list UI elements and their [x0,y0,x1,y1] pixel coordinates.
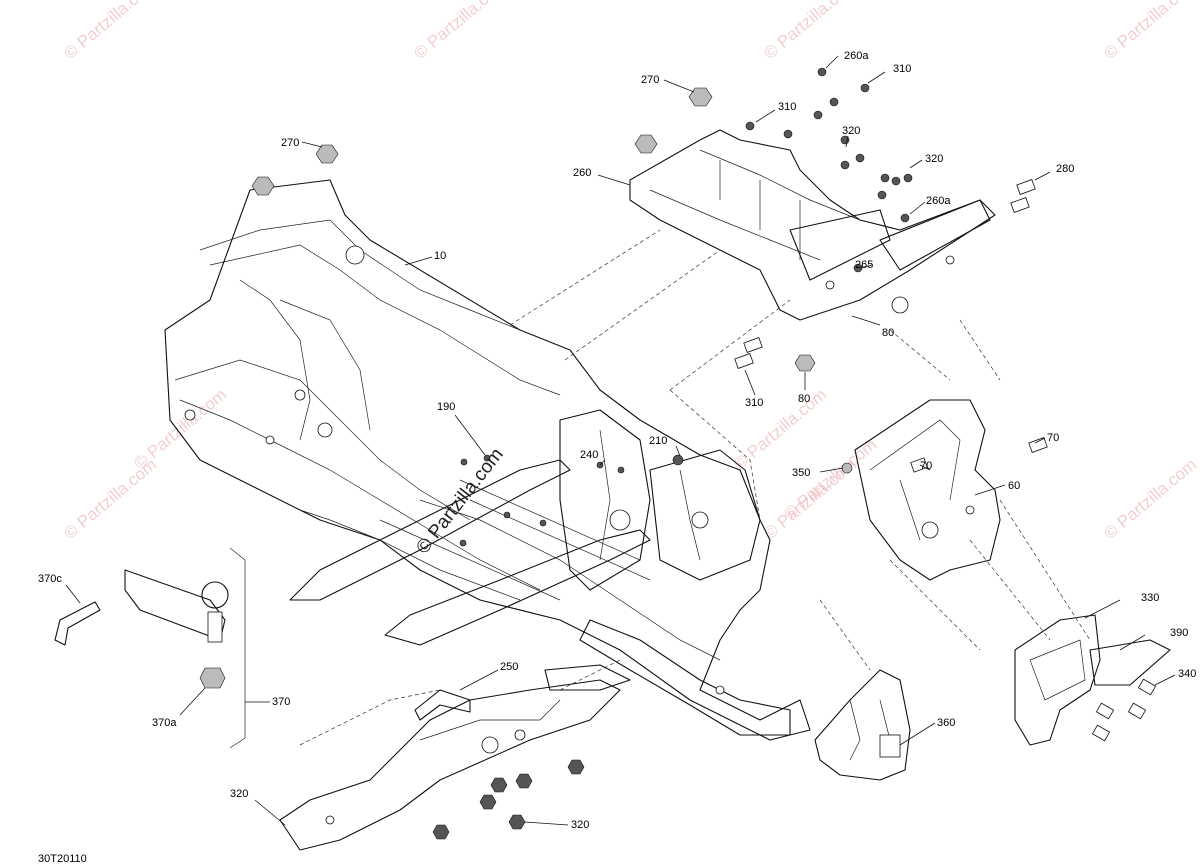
callout-320: 310 [893,63,911,75]
figure-code: 30T20110 [38,853,87,865]
callout-310: 280 [1056,163,1074,175]
callout-10: 10 [434,250,446,262]
watermark-main: © Partzilla.com [412,444,507,558]
callout-260a: 260a [844,50,869,62]
callout-350: 350 [792,467,810,479]
watermark-tile: © Partzilla.com [1100,455,1200,543]
callout-260: 260 [573,167,591,179]
callout-labels: 270 10 260 270 260a 310 310 320 320 260a… [38,50,1196,831]
callout-265: 265 [855,259,873,271]
callout-80: 80 [798,393,810,405]
watermark-tile: © Partzilla.com [410,0,510,63]
rear-bracket [854,399,1001,581]
callout-320: 310 [778,101,796,113]
watermark-tile: © Partzilla.com [1100,0,1200,63]
fasteners [251,67,1157,840]
callout-370c: 370c [38,573,62,585]
callout-310: 270 [281,137,299,149]
leader-lines [65,55,1176,826]
callout-280: 270 [641,74,659,86]
hitch-receiver [814,669,911,781]
callout-240: 320 [230,788,248,800]
callout-310: 310 [745,397,763,409]
main-frame [164,179,811,741]
callout-210: 320 [571,819,589,831]
callout-390: 390 [1170,627,1188,639]
front-brace [279,664,631,851]
callout-270: 210 [649,435,667,447]
mounting-plate [1014,614,1171,746]
hitch-ball [54,547,246,749]
callout-320: 320 [842,125,860,137]
callout-70: 70 [1047,432,1059,444]
rear-subframe [629,129,996,321]
callout-360: 360 [937,717,955,729]
callout-370a: 370a [152,717,177,729]
callout-60: 60 [1008,480,1020,492]
callout-80: 80 [882,327,894,339]
watermark-tile: © Partzilla.com [60,0,160,63]
watermark-tiles: © Partzilla.com © Partzilla.com © Partzi… [60,0,1200,543]
watermark-tile: © Partzilla.com [130,385,230,473]
callout-260a: 260a [926,195,951,207]
callout-320: 320 [925,153,943,165]
callout-190: 190 [437,401,455,413]
callout-270: 240 [580,449,598,461]
callout-370: 370 [272,696,290,708]
callout-340: 340 [1178,668,1196,680]
assembly-lines [299,229,1091,746]
callout-70: 70 [920,460,932,472]
callout-330: 330 [1141,592,1159,604]
callout-250: 250 [500,661,518,673]
